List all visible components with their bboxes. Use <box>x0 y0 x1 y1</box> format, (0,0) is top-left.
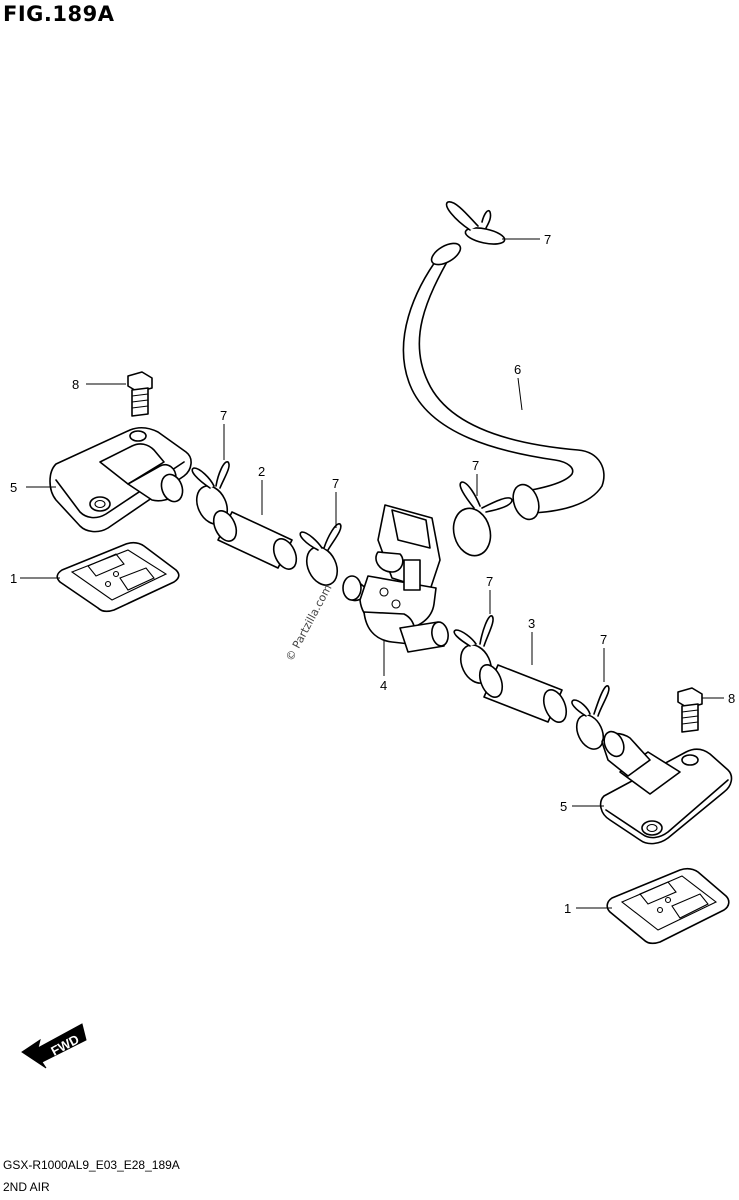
callout-cover-right: 5 <box>560 799 567 814</box>
callout-bolt-left: 8 <box>72 377 79 392</box>
fwd-arrow-icon: FWD <box>21 1023 87 1069</box>
callout-bolt-right: 8 <box>728 691 735 706</box>
hose-6-drawing <box>402 242 605 521</box>
callout-hose-3: 3 <box>528 616 535 631</box>
hose-3-drawing <box>478 663 568 724</box>
figure-code: GSX-R1000AL9_E03_E28_189A <box>3 1158 180 1172</box>
watermark-text: © Partzilla.com <box>283 582 334 663</box>
leader-lines <box>20 238 724 909</box>
callout-clamp-a: 7 <box>220 408 227 423</box>
fwd-label: FWD <box>48 1031 81 1058</box>
callout-labels: 5 1 8 7 2 7 7 6 7 4 7 3 7 8 5 1 <box>10 232 735 916</box>
clamp-e-drawing <box>571 685 610 750</box>
callout-clamp-b: 7 <box>332 476 339 491</box>
callout-clamp-c: 7 <box>472 458 479 473</box>
callout-hose-2: 2 <box>258 464 265 479</box>
callout-valve-4: 4 <box>380 678 387 693</box>
figure-title: FIG.189A <box>3 2 115 26</box>
reed-right-drawing <box>606 867 730 945</box>
callout-clamp-e: 7 <box>600 632 607 647</box>
callout-reed-left: 1 <box>10 571 17 586</box>
clamp-c-drawing <box>452 481 513 557</box>
callout-reed-right: 1 <box>564 901 571 916</box>
cover-right-drawing <box>599 730 733 845</box>
bolt-left-drawing <box>127 371 153 417</box>
figure-name: 2ND AIR <box>3 1180 50 1194</box>
callout-cover-left: 5 <box>10 480 17 495</box>
clamp-b-drawing <box>299 523 342 586</box>
cover-left-drawing <box>49 427 192 533</box>
bolt-right-drawing <box>677 687 703 733</box>
callout-clamp-d: 7 <box>486 574 493 589</box>
valve-4-drawing <box>342 504 449 653</box>
hose-2-drawing <box>212 510 298 570</box>
callout-hose-6: 6 <box>514 362 521 377</box>
reed-left-drawing <box>56 541 180 613</box>
clamp-top-drawing <box>445 201 506 245</box>
callout-clamp-top: 7 <box>544 232 551 247</box>
